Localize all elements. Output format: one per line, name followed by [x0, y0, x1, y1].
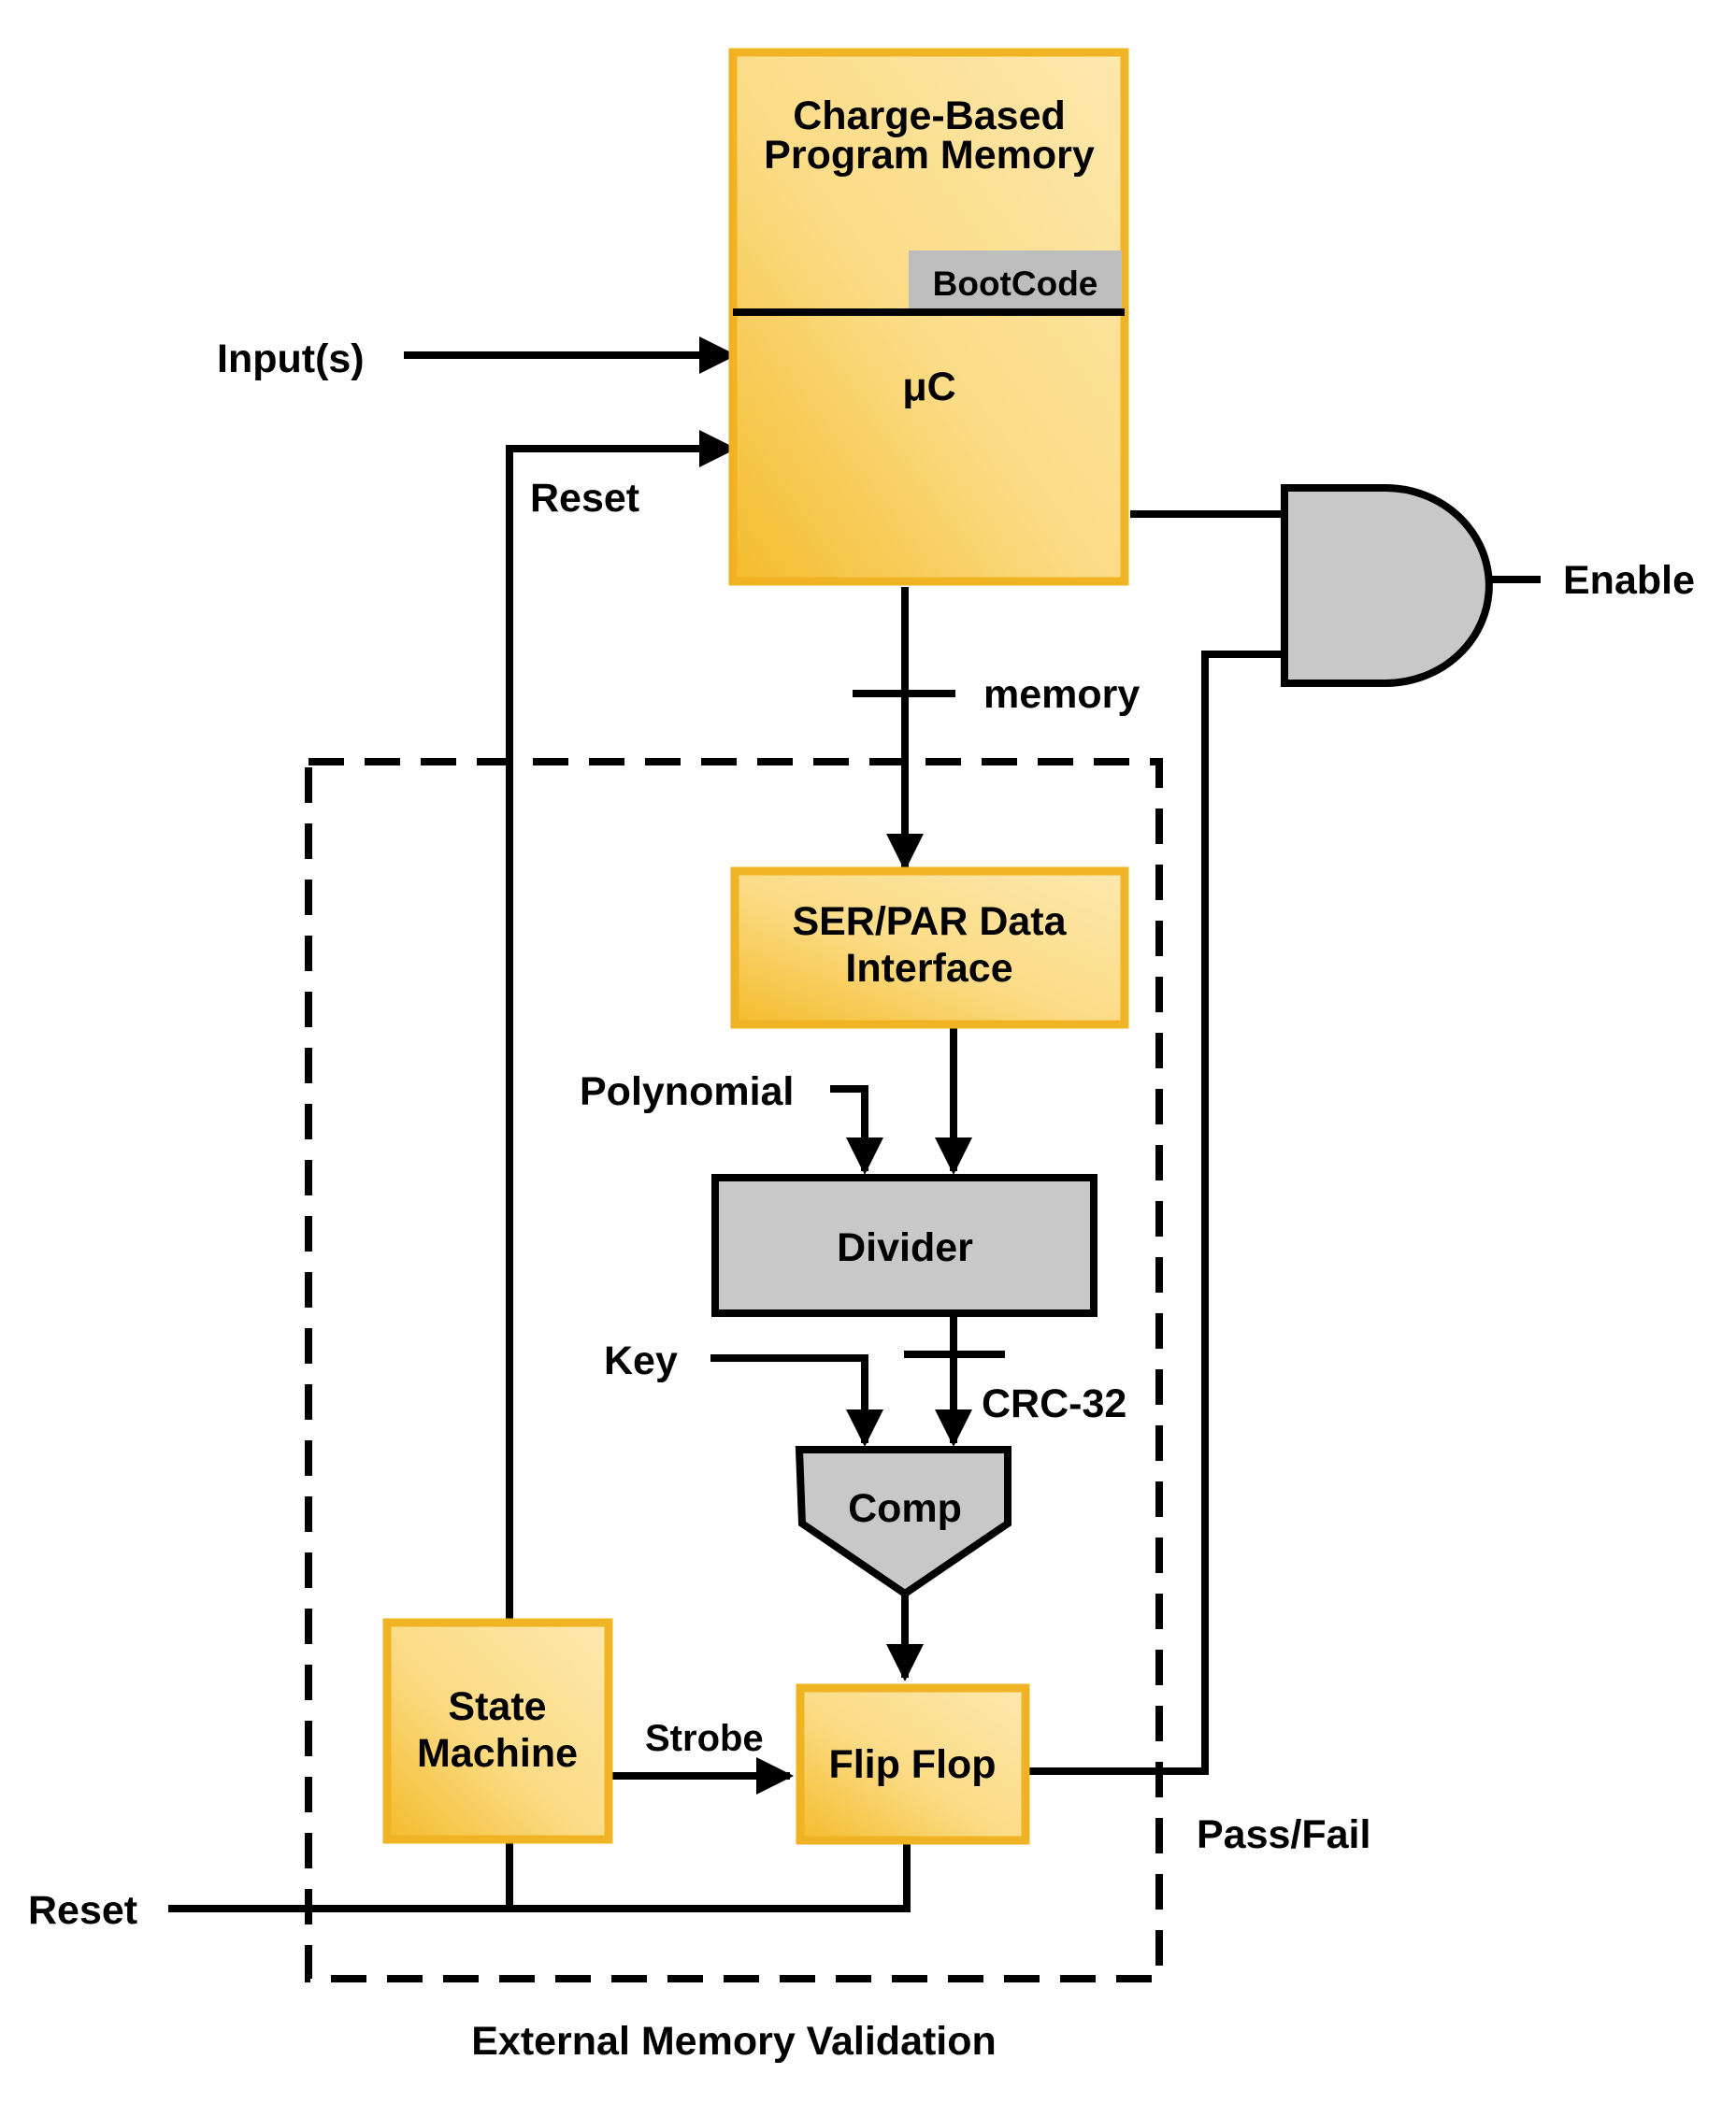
pass-fail-wire — [1027, 651, 1284, 1775]
group-caption: External Memory Validation — [471, 2019, 997, 2064]
pass-fail-label: Pass/Fail — [1197, 1812, 1370, 1857]
enable-label: Enable — [1563, 558, 1695, 603]
crc-label: CRC-32 — [982, 1381, 1126, 1426]
comparator-block: Comp — [795, 1446, 1011, 1598]
key-label: Key — [604, 1338, 678, 1383]
program-memory-label-line1: Charge-Based — [793, 93, 1066, 138]
program-memory-block: Charge-Based Program Memory BootCode μC — [728, 48, 1129, 586]
inputs-label: Input(s) — [217, 336, 365, 381]
ser-par-label-line1: SER/PAR Data — [792, 899, 1067, 944]
and-gate-icon — [1281, 484, 1493, 687]
reset-top-label: Reset — [530, 476, 639, 521]
external-memory-validation-group — [305, 758, 1163, 1982]
microcontroller-label: μC — [902, 365, 955, 409]
reset-bottom-wire — [168, 1836, 911, 1912]
bootcode-region — [909, 250, 1122, 312]
reset-loop-wire — [506, 430, 737, 1622]
state-machine-label-line1: State — [448, 1684, 546, 1729]
state-machine-label-line2: Machine — [417, 1731, 578, 1776]
divider-block: Divider — [711, 1174, 1098, 1317]
comparator-label: Comp — [848, 1486, 962, 1531]
divider-label: Divider — [837, 1225, 973, 1270]
strobe-label: Strobe — [645, 1718, 764, 1759]
key-wire — [710, 1354, 883, 1447]
reset-bottom-label: Reset — [28, 1888, 137, 1933]
flip-flop-label: Flip Flop — [828, 1742, 996, 1787]
program-memory-label-line2: Program Memory — [764, 133, 1095, 178]
ser-par-label-line2: Interface — [845, 946, 1012, 991]
polynomial-label: Polynomial — [580, 1069, 794, 1114]
polynomial-wire — [830, 1085, 883, 1175]
ser-par-interface-block: SER/PAR Data Interface — [730, 866, 1129, 1029]
memory-label: memory — [983, 672, 1140, 717]
bootcode-label: BootCode — [933, 265, 1098, 303]
state-machine-block: State Machine — [382, 1618, 613, 1844]
wires — [168, 336, 1541, 1912]
flip-flop-block: Flip Flop — [796, 1683, 1030, 1845]
